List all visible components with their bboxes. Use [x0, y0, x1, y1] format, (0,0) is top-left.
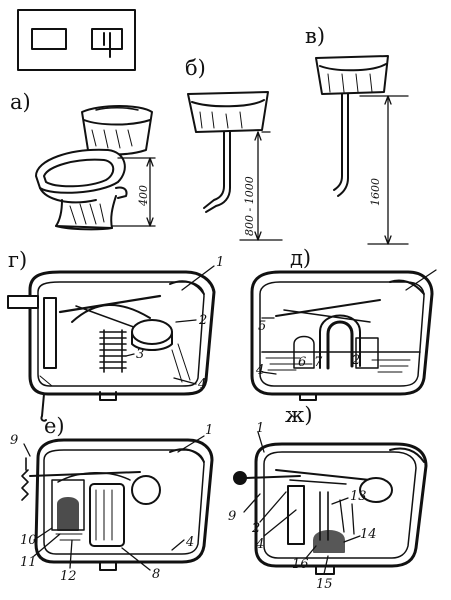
callout-e-10: 10 — [20, 533, 37, 548]
callout-d-4: 4 — [256, 363, 265, 378]
callout-e-12: 12 — [60, 569, 77, 584]
callout-zh-14: 14 — [360, 527, 377, 542]
callout-e-1: 1 — [205, 423, 214, 438]
callout-g-1: 1 — [216, 255, 225, 270]
callout-g-2: 2 — [199, 313, 208, 328]
callout-zh-9: 9 — [228, 509, 237, 524]
callout-d-6: 6 — [298, 355, 307, 370]
callout-e-8: 8 — [152, 567, 161, 582]
panel-label-g: г) — [8, 248, 28, 272]
callout-zh-4: 4 — [256, 537, 265, 552]
callout-zh-13: 13 — [350, 489, 367, 504]
callout-zh-1: 1 — [256, 421, 265, 436]
mid-level-tank — [187, 91, 283, 241]
tank-section-zh — [233, 431, 428, 575]
panel-label-e: е) — [44, 414, 65, 438]
dimension-v-height: 1600 — [369, 178, 382, 206]
callout-zh-15: 15 — [316, 577, 333, 592]
callout-g-3: 3 — [136, 347, 145, 362]
panel-label-v: в) — [305, 24, 326, 48]
panel-label-zh: ж) — [285, 403, 313, 427]
callout-d-7: 7 — [314, 355, 323, 370]
dimension-b-height: 800 - 1000 — [243, 176, 256, 236]
tank-section-d — [250, 269, 437, 401]
callout-d-2: 2 — [352, 353, 361, 368]
tank-section-e — [21, 435, 214, 571]
tank-section-g — [7, 265, 216, 422]
panel-label-a: а) — [10, 90, 31, 114]
panel-label-d: д) — [290, 246, 312, 270]
high-level-tank — [315, 55, 409, 245]
flush-button-plate — [17, 9, 136, 71]
callout-g-4: 4 — [198, 377, 207, 392]
dimension-a-height: 400 — [137, 185, 150, 206]
callout-zh-16: 16 — [292, 557, 309, 572]
callout-e-9: 9 — [10, 433, 19, 448]
callout-e-11: 11 — [20, 555, 37, 570]
toilet-with-compact-tank — [35, 105, 156, 231]
panel-label-b: б) — [185, 56, 206, 80]
callout-d-5: 5 — [258, 319, 267, 334]
callout-e-4: 4 — [186, 535, 195, 550]
callout-zh-2: 2 — [252, 521, 261, 536]
